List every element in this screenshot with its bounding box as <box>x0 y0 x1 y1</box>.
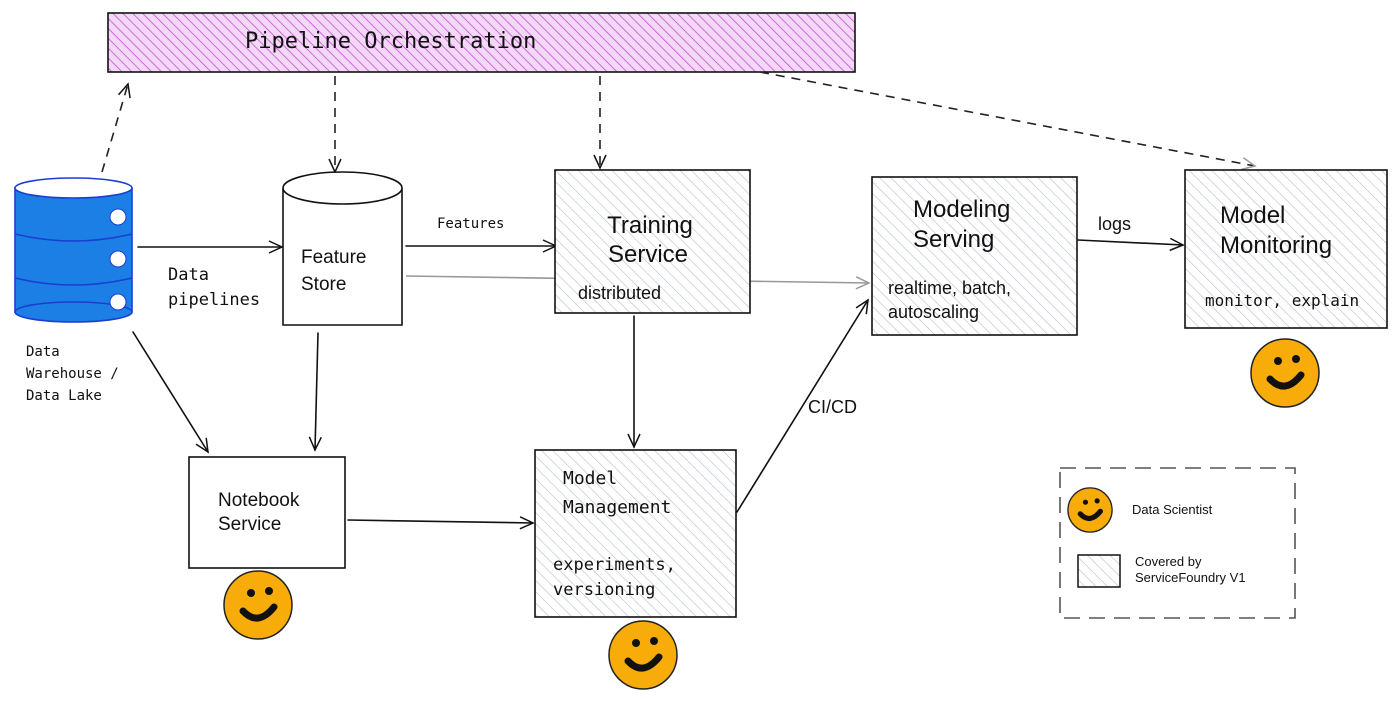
serving-label-1: Modeling <box>913 196 1010 223</box>
edge-notebook-management <box>347 516 535 530</box>
training-label-1: Training <box>607 212 693 239</box>
warehouse-label-2: Warehouse / <box>26 366 119 382</box>
monitoring-sub: monitor, explain <box>1205 291 1359 310</box>
legend-covered-swatch <box>1077 554 1121 588</box>
orchestration-label: Pipeline Orchestration <box>245 29 536 54</box>
training-service-node: Training Service distributed <box>554 169 751 314</box>
warehouse-label-1: Data <box>26 344 60 360</box>
legend-data-scientist-label: Data Scientist <box>1132 502 1213 517</box>
edge-orchestration-monitoring <box>759 71 1257 171</box>
notebook-service-node: Notebook Service <box>188 456 346 569</box>
data-pipelines-label-1: Data <box>168 265 209 285</box>
edge-featurestore-notebook <box>308 332 323 452</box>
model-management-node: Model Management experiments, versioning <box>534 449 737 618</box>
feature-store-label-1: Feature <box>301 247 366 268</box>
data-scientist-icon <box>223 570 293 640</box>
data-pipelines-label-2: pipelines <box>168 290 260 310</box>
legend-covered-label-2: ServiceFoundry V1 <box>1135 570 1246 585</box>
management-label-2: Management <box>563 497 671 518</box>
database-icon <box>14 177 133 323</box>
modeling-serving-node: Modeling Serving realtime, batch, autosc… <box>871 176 1078 336</box>
edge-warehouse-notebook <box>132 331 209 454</box>
cicd-label: CI/CD <box>808 397 857 417</box>
monitoring-label-1: Model <box>1220 202 1285 229</box>
management-label-1: Model <box>563 468 617 489</box>
serving-label-2: Serving <box>913 226 994 253</box>
model-monitoring-node: Model Monitoring monitor, explain <box>1184 169 1388 329</box>
monitoring-label-2: Monitoring <box>1220 232 1332 259</box>
data-warehouse-node: Data Warehouse / Data Lake <box>14 177 133 404</box>
management-sub-2: versioning <box>553 580 655 600</box>
legend: Data Scientist Covered by ServiceFoundry… <box>1059 467 1296 619</box>
feature-store-node: Feature Store <box>282 171 403 326</box>
data-scientist-icon <box>1251 339 1319 407</box>
legend-data-scientist-icon <box>1067 487 1113 533</box>
edge-serving-monitoring <box>1077 237 1185 252</box>
management-sub-1: experiments, <box>553 555 676 575</box>
training-sub: distributed <box>578 283 661 303</box>
logs-label: logs <box>1098 214 1131 234</box>
notebook-label-1: Notebook <box>218 490 300 511</box>
warehouse-label-3: Data Lake <box>26 388 102 404</box>
edge-management-serving <box>736 298 869 513</box>
data-scientist-icon <box>609 621 677 689</box>
features-label: Features <box>437 216 504 232</box>
legend-covered-label-1: Covered by <box>1135 554 1202 569</box>
smileys <box>223 339 1319 689</box>
edge-warehouse-orchestration <box>101 82 131 173</box>
serving-sub-1: realtime, batch, <box>888 278 1011 298</box>
serving-sub-2: autoscaling <box>888 302 979 322</box>
notebook-label-2: Service <box>218 514 281 535</box>
feature-store-label-2: Store <box>301 274 346 295</box>
training-label-2: Service <box>608 241 688 268</box>
pipeline-orchestration-node: Pipeline Orchestration <box>107 12 856 73</box>
